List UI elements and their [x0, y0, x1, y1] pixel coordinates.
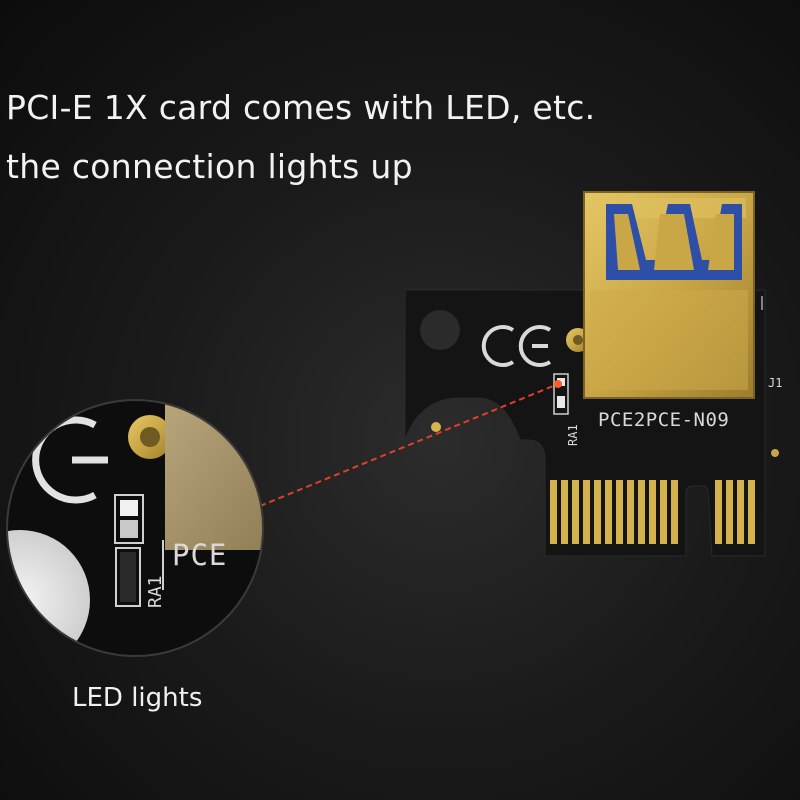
led-marker [554, 380, 562, 388]
headline-line-2: the connection lights up [6, 147, 413, 186]
pcb-resistor-label: RA1 [566, 424, 580, 446]
zoom-resistor-label: RA1 [145, 575, 166, 608]
ce-mark-icon [481, 325, 552, 367]
led-lights-caption: LED lights [72, 683, 203, 713]
zoom-pce-label: PCE [172, 538, 228, 572]
zoom-inset [7, 400, 263, 656]
pcb-connector-label: J1 [768, 376, 783, 390]
headline-line-1: PCI-E 1X card comes with LED, etc. [6, 88, 596, 127]
pcb-model-label: PCE2PCE-N09 [598, 409, 730, 431]
pcie-gold-fingers [550, 480, 755, 544]
led-pointer-line [259, 383, 559, 507]
usb-connector [583, 191, 755, 399]
